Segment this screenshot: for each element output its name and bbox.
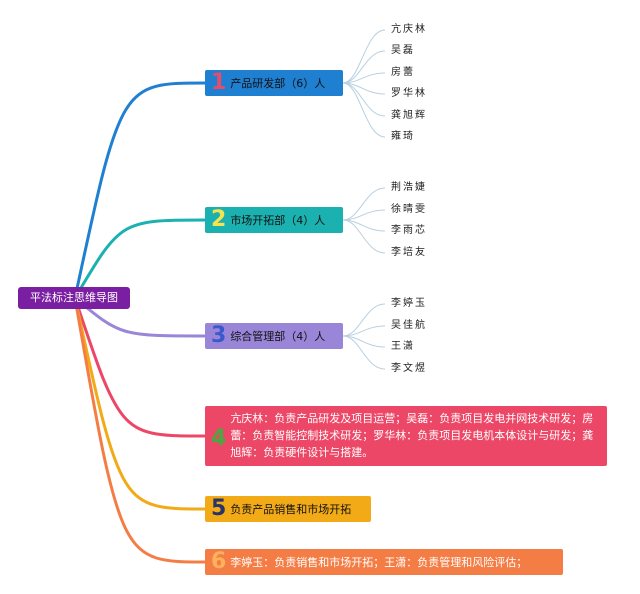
topic-market-dev[interactable]: 2 市场开拓部（4）人 [205, 207, 343, 233]
member-leaf[interactable]: 龚旭辉 [391, 110, 427, 121]
member-leaf[interactable]: 李文煜 [391, 363, 427, 374]
member-leaf[interactable]: 徐晴雯 [391, 204, 427, 215]
leaf-line [342, 50, 386, 84]
topic-number: 4 [211, 426, 227, 451]
member-leaf[interactable]: 王潇 [391, 341, 415, 352]
topic-label: 综合管理部（4）人 [230, 330, 326, 343]
topic-number: 3 [211, 323, 227, 348]
leaf-line [342, 72, 386, 84]
member-leaf[interactable]: 李雨芯 [391, 225, 427, 236]
leaf-line [342, 82, 386, 138]
topic-label: 负责产品销售和市场开拓 [230, 503, 352, 516]
leaf-line [342, 335, 386, 370]
topic-label: 市场开拓部（4）人 [230, 214, 326, 227]
topic-label: 李婷玉：负责销售和市场开拓；王潇：负责管理和风险评估； [230, 556, 528, 569]
branch-line [73, 81, 208, 300]
branch-line [73, 296, 208, 438]
topic-rd-duties[interactable]: 4 亢庆林：负责产品研发及项目运营；吴磊：负责项目发电并网技术研发；房蕾：负责智… [205, 406, 607, 466]
leaf-line [342, 209, 386, 221]
topic-number: 1 [211, 70, 227, 95]
branch-line [73, 296, 208, 338]
branch-line [73, 218, 208, 300]
member-leaf[interactable]: 吴磊 [391, 45, 415, 56]
leaf-line [342, 325, 386, 337]
topic-general-mgmt[interactable]: 3 综合管理部（4）人 [205, 323, 343, 349]
leaf-line [342, 303, 386, 337]
leaf-line [342, 29, 386, 84]
member-leaf[interactable]: 荆浩婕 [391, 182, 427, 193]
topic-number: 2 [211, 207, 227, 232]
member-leaf[interactable]: 亢庆林 [391, 24, 427, 35]
leaf-line [342, 187, 386, 221]
leaf-line [342, 219, 386, 254]
topic-market-duties[interactable]: 5 负责产品销售和市场开拓 [205, 496, 371, 522]
topic-label: 产品研发部（6）人 [230, 77, 326, 90]
member-leaf[interactable]: 李婷玉 [391, 298, 427, 309]
topic-product-rd[interactable]: 1 产品研发部（6）人 [205, 70, 343, 96]
topic-label: 亢庆林：负责产品研发及项目运营；吴磊：负责项目发电并网技术研发；房蕾：负责智能控… [230, 412, 594, 459]
member-leaf[interactable]: 李培友 [391, 247, 427, 258]
member-leaf[interactable]: 房蕾 [391, 67, 415, 78]
member-leaf[interactable]: 罗华林 [391, 88, 427, 99]
topic-mgmt-duties[interactable]: 6 李婷玉：负责销售和市场开拓；王潇：负责管理和风险评估； [205, 549, 563, 575]
branch-line [73, 296, 208, 564]
topic-number: 5 [211, 496, 227, 521]
leaf-line [342, 82, 386, 117]
topic-number: 6 [211, 549, 227, 574]
root-node[interactable]: 平法标注思维导图 [18, 287, 130, 309]
branch-line [73, 296, 208, 511]
member-leaf[interactable]: 吴佳航 [391, 320, 427, 331]
member-leaf[interactable]: 雍琦 [391, 131, 415, 142]
